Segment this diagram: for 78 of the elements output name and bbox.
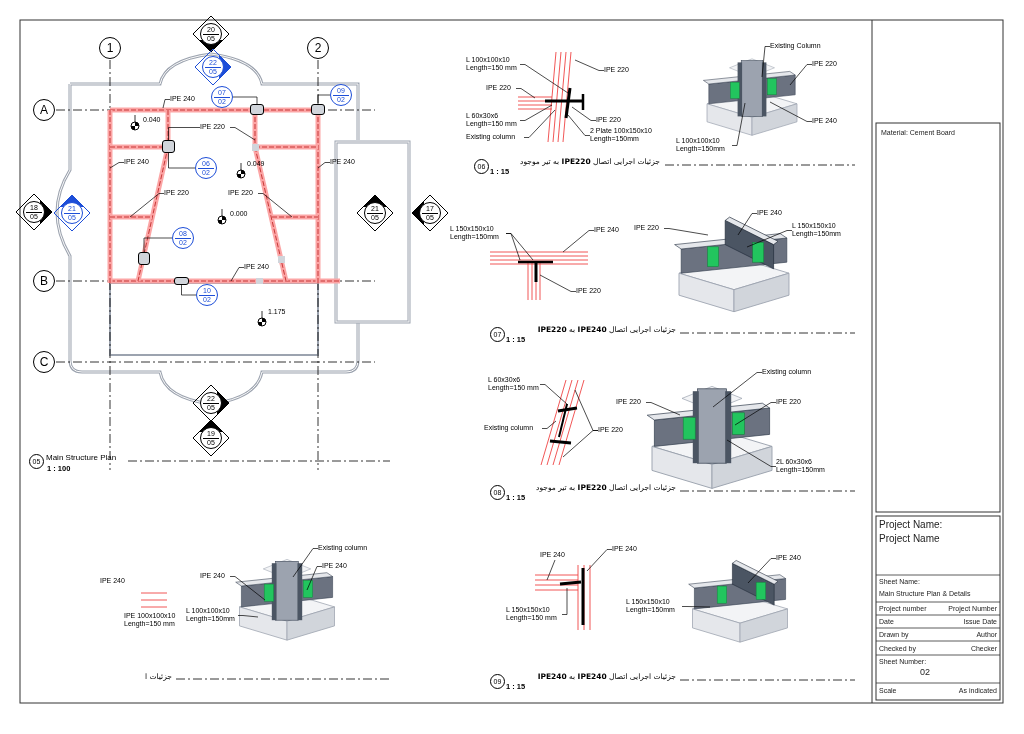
leader-line	[168, 152, 196, 169]
leader-line	[523, 109, 556, 138]
section-marker	[364, 202, 386, 224]
leader-line	[515, 88, 536, 99]
detail-callout	[196, 284, 218, 306]
leader-line	[317, 162, 331, 169]
grid-bubble	[33, 270, 55, 292]
leader-line	[789, 64, 813, 86]
leader-line	[712, 372, 763, 408]
sheet-number: 02	[920, 667, 931, 677]
leader-line	[681, 606, 711, 608]
connection-marker	[174, 277, 189, 285]
connection-marker	[162, 140, 175, 153]
leader-line	[257, 193, 293, 218]
leader-line	[539, 274, 577, 292]
leader-line	[306, 566, 323, 591]
leader-line	[571, 106, 597, 121]
grid-label: A	[40, 104, 48, 116]
leader-line	[645, 402, 681, 416]
section-marker	[200, 23, 222, 45]
detail-callout	[172, 227, 194, 249]
detail-callout	[211, 86, 233, 108]
leader-line	[769, 101, 813, 122]
section-marker	[61, 202, 83, 224]
leader-line	[143, 237, 173, 253]
leader-line	[519, 104, 553, 121]
grid-label: 2	[314, 42, 322, 54]
drawing-title: Main Structure Plan	[46, 453, 117, 462]
grid-bubble	[99, 37, 121, 59]
leader-line	[567, 114, 591, 136]
leader-line	[574, 59, 605, 71]
project-name-text: Project Name	[879, 533, 941, 545]
section-marker	[23, 201, 45, 223]
section-marker	[200, 392, 222, 414]
leader-line	[562, 430, 599, 458]
grid-bubble	[33, 351, 55, 373]
grid-bubble	[307, 37, 329, 59]
leader-line	[230, 267, 245, 282]
leader-line	[546, 559, 556, 581]
leader-line	[519, 64, 569, 94]
leader-line	[181, 284, 197, 296]
leader-line	[129, 193, 165, 218]
leader-line	[292, 548, 319, 578]
leader-line	[232, 96, 258, 105]
leader-line	[663, 228, 709, 236]
leader-line	[761, 46, 771, 78]
leader-line	[561, 587, 568, 615]
leader-line	[229, 127, 256, 141]
leader-line	[737, 213, 758, 236]
leader-line	[731, 102, 746, 146]
section-marker	[419, 202, 441, 224]
leader-line	[734, 402, 777, 426]
leader-line	[109, 162, 125, 169]
leader-line	[747, 558, 777, 584]
grid-label: B	[40, 275, 48, 287]
grid-label: 1	[106, 42, 114, 54]
project-name-text: Project Name:	[879, 519, 944, 531]
leader-line	[586, 549, 613, 572]
leader-line	[746, 230, 793, 248]
leader-line	[562, 230, 595, 253]
leader-line	[229, 576, 266, 601]
section-marker	[202, 56, 224, 78]
detail-callout	[330, 84, 352, 106]
leader-line	[162, 99, 171, 109]
leader-line	[726, 439, 777, 467]
detail-callout	[195, 157, 217, 179]
leader-line	[168, 127, 201, 141]
leader-line	[539, 384, 569, 406]
leader-line	[505, 233, 534, 261]
leader-line	[317, 94, 331, 105]
grid-bubble	[33, 99, 55, 121]
leader-line	[237, 615, 259, 618]
leader-line	[541, 420, 557, 429]
section-marker	[200, 427, 222, 449]
connection-marker	[138, 252, 150, 265]
grid-label: C	[39, 356, 49, 368]
connection-marker	[250, 104, 264, 115]
connection-marker	[311, 104, 325, 115]
